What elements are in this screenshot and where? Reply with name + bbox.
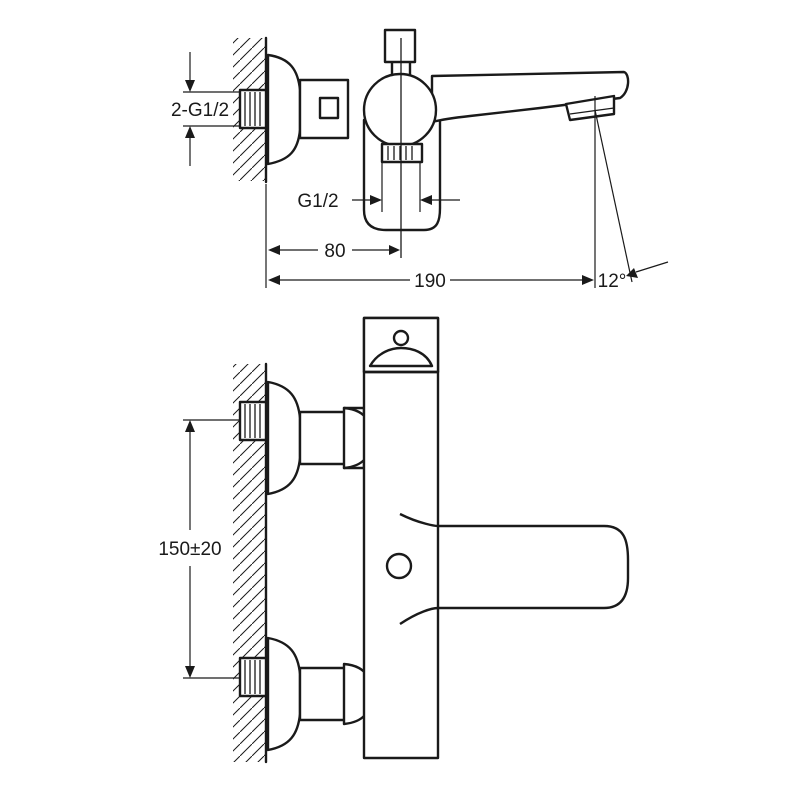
handle-knob-top <box>362 72 438 148</box>
front-view: 150±20 <box>158 316 630 764</box>
depth-80-dimension: 80 <box>265 184 400 288</box>
connector-top <box>298 78 350 140</box>
inlet-spacing-dimension: 150±20 <box>158 419 240 679</box>
outlet-nut <box>380 142 424 164</box>
depth-190-label: 190 <box>414 271 446 292</box>
spout-angle-label: 12° <box>598 271 627 292</box>
diverter-top <box>383 28 417 77</box>
inlet-spacing-label: 150±20 <box>158 539 221 560</box>
knob-hole-front <box>385 552 413 580</box>
spout-aerator <box>564 94 616 122</box>
outlet-thread-label: G1/2 <box>297 191 338 212</box>
inlet-thread-label: 2-G1/2 <box>171 100 229 121</box>
outlet-thread-dimension: G1/2 <box>297 162 460 212</box>
diverter-cap-front <box>362 316 440 374</box>
inlet-thread-dimension: 2-G1/2 <box>171 52 240 166</box>
side-view: 2-G1/2 G1/2 80 190 <box>171 28 669 292</box>
spout <box>430 70 630 124</box>
spout-front <box>399 512 630 625</box>
depth-190-dimension: 190 <box>268 96 596 292</box>
depth-80-label: 80 <box>324 241 345 262</box>
spout-angle-dimension: 12° <box>594 109 669 292</box>
inlet-nipple-top <box>238 88 268 130</box>
escutcheon-top <box>266 53 302 166</box>
